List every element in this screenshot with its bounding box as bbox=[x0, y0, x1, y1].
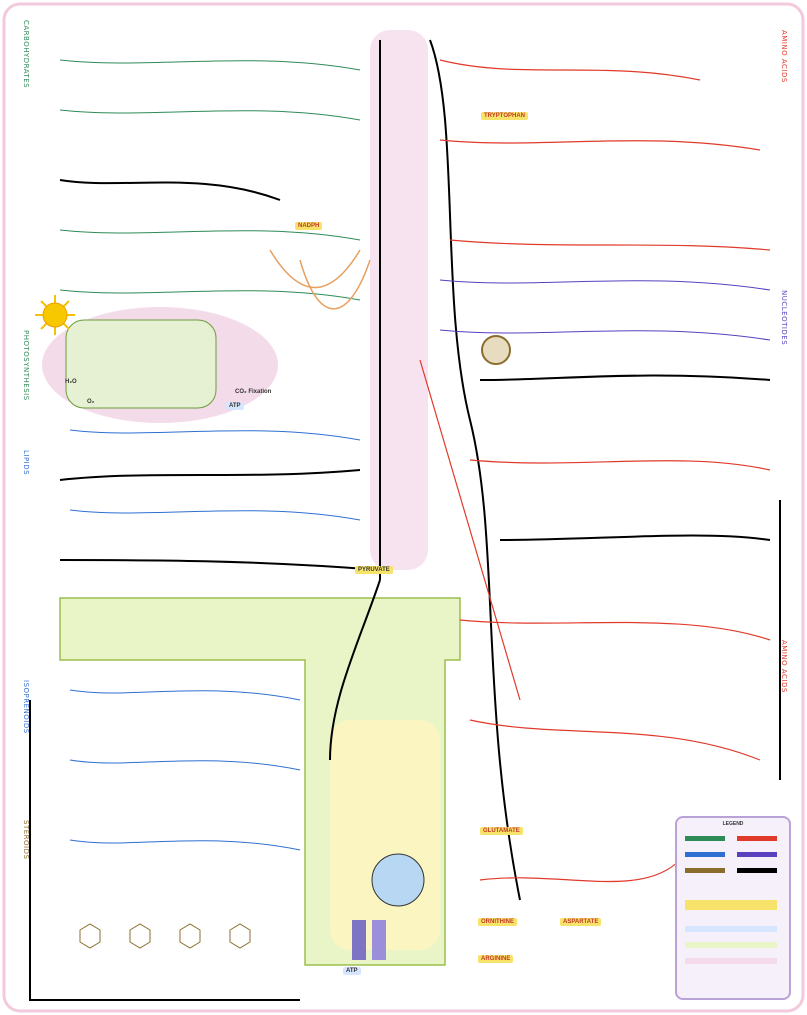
side-title-carbohydrates: CARBOHYDRATES bbox=[22, 20, 30, 88]
arginine-label: ARGININE bbox=[478, 955, 513, 963]
pyruvate-label: PYRUVATE bbox=[355, 566, 393, 574]
side-title-steroids: STEROIDS bbox=[22, 820, 30, 859]
side-title-lipids: LIPIDS bbox=[22, 450, 30, 475]
h2o-label: H₂O bbox=[62, 378, 80, 386]
co2-fixation-label: CO₂ Fixation bbox=[232, 388, 274, 396]
amino-acid-lines bbox=[420, 60, 770, 882]
sun-icon bbox=[35, 295, 75, 335]
side-title-isoprenoids: ISOPRENOIDS bbox=[22, 680, 30, 734]
electron-transport-complex bbox=[352, 920, 366, 960]
electron-transport-complex bbox=[372, 920, 386, 960]
steroid-ring-icons bbox=[80, 924, 250, 948]
nadph-label: NADPH bbox=[295, 222, 322, 230]
glutamate-label: GLUTAMATE bbox=[480, 827, 523, 835]
atp-bottom-label: ATP bbox=[343, 967, 361, 975]
carbohydrate-lines bbox=[60, 60, 360, 300]
aspartate-label: ASPARTATE bbox=[560, 918, 601, 926]
o2-label: O₂ bbox=[84, 398, 97, 406]
oxidative-pentose-lines bbox=[270, 250, 370, 309]
tryptophan-label: TRYPTOPHAN bbox=[481, 112, 528, 120]
side-title-amino-acids-top: AMINO ACIDS bbox=[780, 30, 788, 83]
side-title-amino-acids-bottom: AMINO ACIDS bbox=[780, 640, 788, 693]
chloroplast-inner bbox=[66, 320, 216, 408]
ornithine-label: ORNITHINE bbox=[478, 918, 517, 926]
legend-panel: LEGEND bbox=[675, 816, 791, 1000]
side-title-photosynthesis: PHOTOSYNTHESIS bbox=[22, 330, 30, 401]
side-title-nucleotides: NUCLEOTIDES bbox=[780, 290, 788, 345]
mitochondrial-matrix bbox=[330, 720, 440, 950]
atp-photosynthesis-label: ATP bbox=[226, 402, 244, 410]
atp-synthase bbox=[372, 854, 424, 906]
legend-title: LEGEND bbox=[677, 821, 789, 827]
nucleotide-lines bbox=[440, 280, 770, 340]
legend-swatches bbox=[677, 830, 789, 1000]
glycolysis-column bbox=[370, 30, 428, 570]
cofactor-hub-icon bbox=[482, 336, 510, 364]
